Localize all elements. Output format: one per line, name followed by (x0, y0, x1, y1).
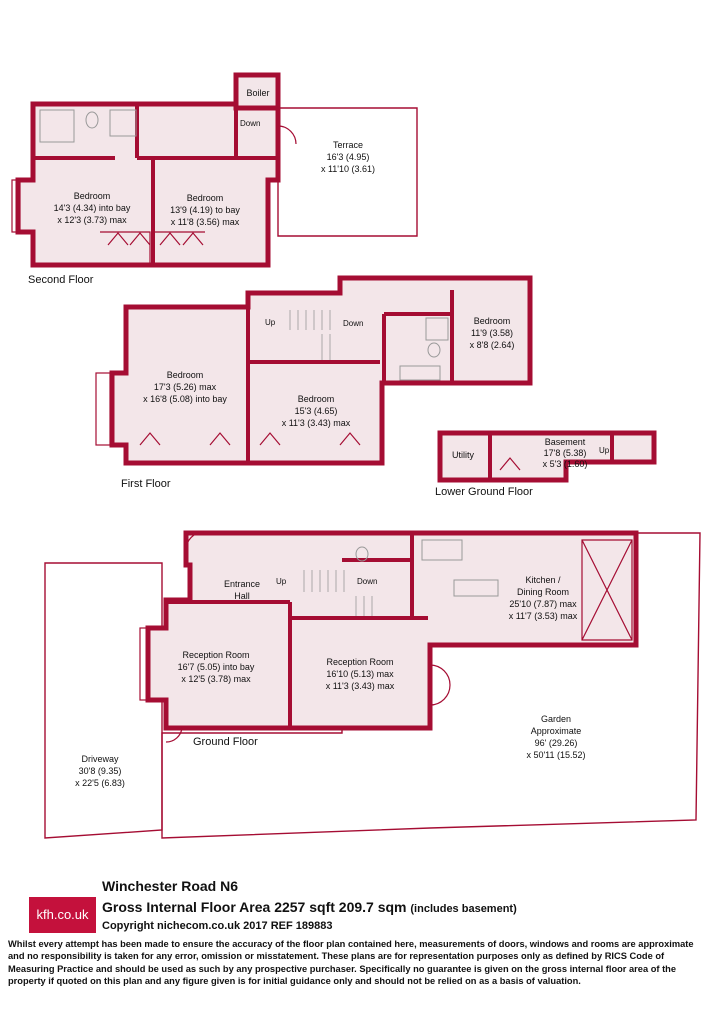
wardrobe-2f-a (100, 231, 151, 263)
window-left-gf (139, 627, 149, 701)
driveway-name: Driveway (81, 754, 119, 764)
wc-2f (85, 111, 99, 129)
up-label-lg: Up (599, 446, 610, 455)
first-floor: Up Down Bedroom 17'3 (5.26) max x 16'8 (… (95, 275, 533, 490)
reception-rear-name: Reception Room (326, 657, 393, 667)
bath-2f (39, 109, 75, 143)
kitchen-dim1: 25'10 (7.87) max (509, 599, 577, 609)
terrace-dim1: 16'3 (4.95) (327, 152, 370, 162)
garden-line2: Approximate (531, 726, 582, 736)
wardrobe-2f-b (155, 231, 205, 246)
reception-front-name: Reception Room (182, 650, 249, 660)
shower-1f (425, 317, 449, 341)
second-floor-walls (15, 101, 281, 268)
lower-ground-caption: Lower Ground Floor (435, 486, 533, 498)
up-label-1f: Up (265, 318, 276, 327)
worktop-gf (421, 539, 463, 561)
bedroom-2f-right-dim1: 13'9 (4.19) to bay (170, 205, 240, 215)
window-left-2f (11, 179, 21, 233)
copyright: Copyright nichecom.co.uk 2017 REF 189883 (102, 920, 333, 932)
disclaimer: Whilst every attempt has been made to en… (8, 939, 694, 986)
reception-rear-dim1: 16'10 (5.13) max (326, 669, 394, 679)
kfh-logo: kfh.co.uk (29, 897, 96, 933)
address-title: Winchester Road N6 (102, 878, 239, 894)
floor-area-value: Gross Internal Floor Area 2257 sqft 209.… (102, 899, 407, 915)
driveway-dim2: x 22'5 (6.83) (75, 778, 125, 788)
reception-rear-dim2: x 11'3 (3.43) max (326, 681, 395, 691)
ground-floor: Up Down Entrance Hall Reception Room 16'… (44, 530, 701, 839)
lower-ground-walls (437, 430, 657, 483)
wc-gf (355, 546, 369, 562)
utility-label: Utility (452, 450, 474, 460)
bedroom-2f-right-dim2: x 11'8 (3.56) max (171, 217, 240, 227)
terrace-name: Terrace (333, 140, 363, 150)
second-floor: Boiler Down Terrace 16'3 (4.95) x 11'10 … (11, 72, 418, 286)
bath-1f (399, 365, 441, 381)
garden-outline (161, 532, 701, 839)
bedroom-2f-left-dim2: x 12'3 (3.73) max (57, 215, 127, 225)
basement-name: Basement (545, 437, 586, 447)
down-label-1f: Down (343, 319, 363, 328)
reception-front-dim2: x 12'5 (3.78) max (181, 674, 251, 684)
garden-dim2: x 50'11 (15.52) (526, 750, 585, 760)
garden-line1: Garden (541, 714, 571, 724)
boiler-label: Boiler (246, 88, 269, 98)
bedroom-1f-rear-dim1: 11'9 (3.58) (471, 328, 513, 338)
first-floor-caption: First Floor (121, 478, 171, 490)
shower-2f (109, 109, 137, 137)
basement-door (499, 457, 521, 471)
driveway-dim1: 30'8 (9.35) (79, 766, 122, 776)
bedroom-1f-rear-name: Bedroom (474, 316, 511, 326)
second-floor-caption: Second Floor (28, 274, 94, 286)
ground-floor-caption: Ground Floor (193, 736, 258, 748)
basement-dim1: 17'8 (5.38) (544, 448, 587, 458)
skylight-gf (581, 539, 633, 641)
ground-floor-walls (145, 530, 639, 731)
bay-doors-gf (429, 664, 451, 706)
down-label-gf: Down (357, 577, 377, 586)
floor-plan: .wall { fill:#f3e6e9; stroke:#a50d33; st… (11, 72, 701, 839)
front-door-gf (185, 531, 205, 551)
terrace-dim2: x 11'10 (3.61) (321, 164, 375, 174)
bedroom-1f-middle-dim1: 15'3 (4.65) (295, 406, 338, 416)
bedroom-2f-left-name: Bedroom (74, 191, 111, 201)
down-label-2f: Down (240, 119, 260, 128)
wardrobe-1f (139, 432, 361, 446)
floor-area: Gross Internal Floor Area 2257 sqft 209.… (102, 899, 517, 915)
bedroom-2f-right-name: Bedroom (187, 193, 224, 203)
reception-front-dim1: 16'7 (5.05) into bay (178, 662, 255, 672)
bedroom-1f-front-dim2: x 16'8 (5.08) into bay (143, 394, 227, 404)
bedroom-2f-left-dim1: 14'3 (4.34) into bay (54, 203, 131, 213)
bedroom-1f-rear-dim2: x 8'8 (2.64) (470, 340, 515, 350)
stairs-gf (303, 570, 373, 616)
garden-dim1: 96' (29.26) (535, 738, 578, 748)
boiler-walls (233, 72, 281, 111)
kitchen-line2: Dining Room (517, 587, 569, 597)
kitchen-dim2: x 11'7 (3.53) max (509, 611, 578, 621)
bedroom-1f-middle-name: Bedroom (298, 394, 335, 404)
stairs-1f (289, 310, 331, 360)
basement-dim2: x 5'3 (1.60) (543, 459, 588, 469)
door-arc-2f (277, 125, 297, 145)
bay-door-driveway (165, 727, 183, 743)
window-left-1f (95, 372, 111, 446)
entrance-line1: Entrance (224, 579, 260, 589)
terrace-outline (277, 107, 418, 237)
island-gf (453, 579, 499, 597)
floor-area-note: (includes basement) (410, 903, 517, 915)
bedroom-1f-front-dim1: 17'3 (5.26) max (154, 382, 217, 392)
wc-1f (427, 342, 441, 358)
lower-ground-floor: Utility Up Basement 17'8 (5.38) x 5'3 (1… (435, 430, 657, 498)
up-label-gf: Up (276, 577, 287, 586)
kitchen-line1: Kitchen / (525, 575, 561, 585)
entrance-line2: Hall (234, 591, 250, 601)
bedroom-1f-middle-dim2: x 11'3 (3.43) max (282, 418, 351, 428)
bedroom-1f-front-name: Bedroom (167, 370, 204, 380)
